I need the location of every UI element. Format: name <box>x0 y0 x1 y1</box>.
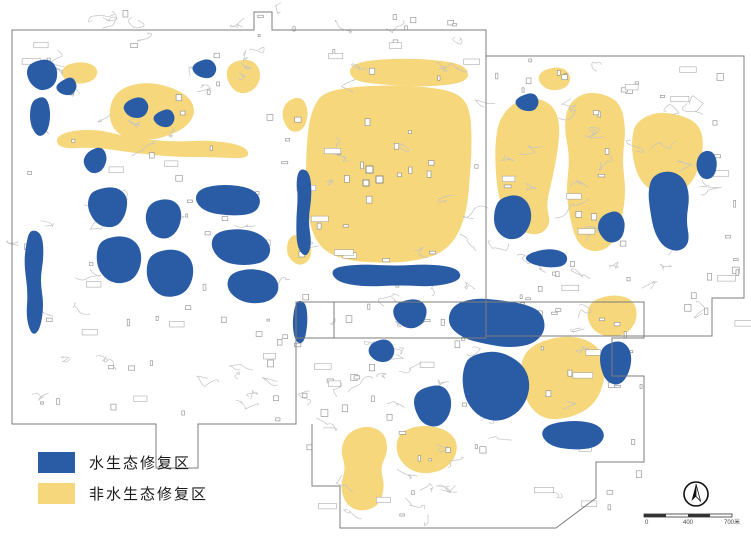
legend-swatch-water <box>38 452 75 473</box>
legend: 水生态修复区 非水生态修复区 <box>38 452 208 504</box>
scale-label-start: 0 <box>645 520 649 526</box>
legend-swatch-nonwater <box>38 483 75 504</box>
scale-label-mid: 400 <box>683 520 694 526</box>
scale-bar: 0 400 700米 <box>643 513 740 526</box>
scale-label-end: 700米 <box>724 518 740 526</box>
legend-label-nonwater: 非水生态修复区 <box>89 486 209 503</box>
legend-item-water: 水生态修复区 <box>38 452 208 473</box>
legend-label-water: 水生态修复区 <box>89 455 192 472</box>
legend-item-nonwater: 非水生态修复区 <box>38 483 208 504</box>
compass-north-arrow-icon <box>683 481 709 507</box>
